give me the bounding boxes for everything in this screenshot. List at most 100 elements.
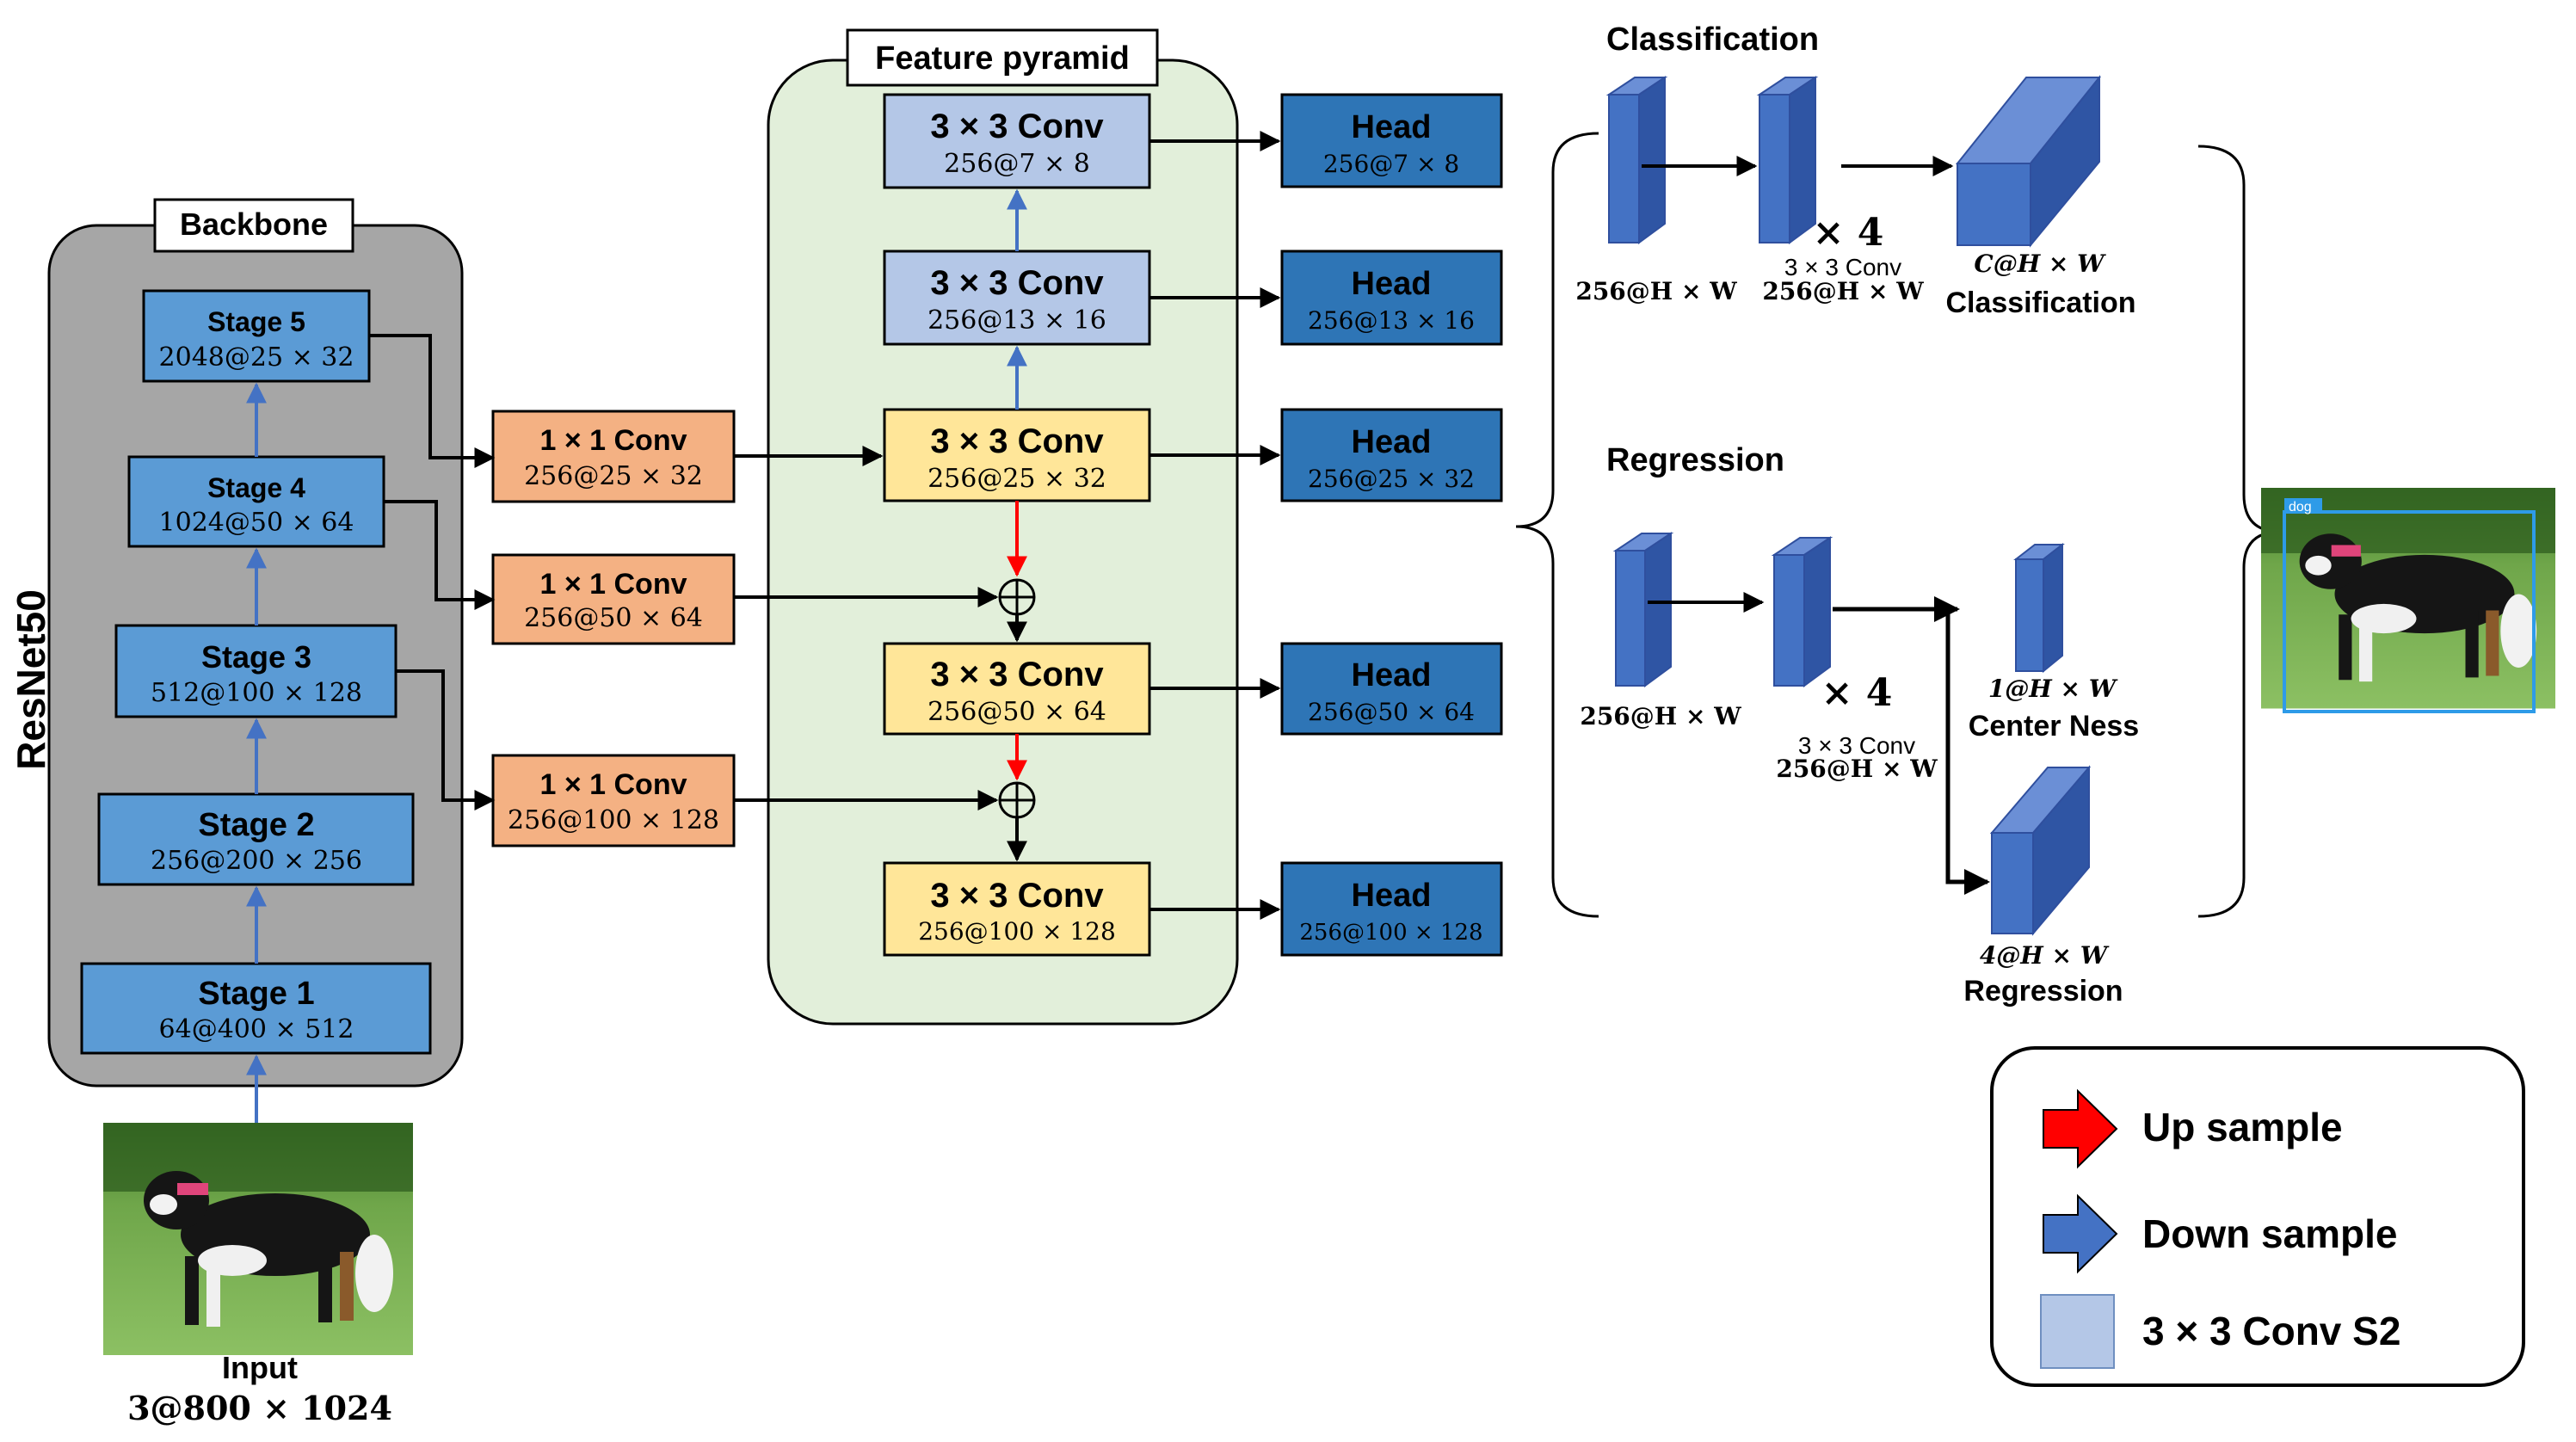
centerness-tensor <box>2013 542 2065 674</box>
svg-text:3 × 3 Conv: 3 × 3 Conv <box>930 108 1104 145</box>
connector-stage5-lateral <box>369 334 496 468</box>
svg-text:256@50 × 64: 256@50 × 64 <box>524 603 703 633</box>
stage-2-block: Stage 2 256@200 × 256 <box>97 792 415 886</box>
detection-bounding-box <box>2283 510 2536 713</box>
classification-input-dims: 256@H × W <box>1575 277 1737 305</box>
classification-output-tensor <box>1955 75 2102 248</box>
classification-input-tensor <box>1605 76 1668 244</box>
connector-stage4-lateral <box>384 500 496 610</box>
pyramid-conv-p6: 3 × 3 Conv 256@13 × 16 <box>883 250 1151 346</box>
svg-text:64@400 × 512: 64@400 × 512 <box>159 1014 354 1045</box>
classification-output-dims: C@H × W <box>1974 250 2106 278</box>
classification-repeat: × 4 <box>1813 211 1884 255</box>
svg-text:256@25 × 32: 256@25 × 32 <box>927 464 1106 494</box>
regression-output-tensor <box>1989 765 2092 936</box>
pyramid-conv-p7: 3 × 3 Conv 256@7 × 8 <box>883 93 1151 189</box>
detection-output-image <box>2261 488 2555 709</box>
svg-text:3 × 3 Conv: 3 × 3 Conv <box>930 264 1104 302</box>
svg-text:3 × 3 Conv: 3 × 3 Conv <box>930 877 1104 915</box>
svg-text:Stage 4: Stage 4 <box>207 472 305 503</box>
input-image <box>103 1123 413 1355</box>
input-dims: 3@800 × 1024 <box>127 1389 392 1427</box>
svg-text:Stage 5: Stage 5 <box>207 306 305 337</box>
legend-downsample-arrow-icon <box>2043 1193 2118 1274</box>
arrow-reg-regression <box>1945 609 1990 895</box>
svg-text:256@13 × 16: 256@13 × 16 <box>1308 306 1475 335</box>
svg-text:Stage 3: Stage 3 <box>201 639 311 675</box>
pyramid-conv-p5: 3 × 3 Conv 256@25 × 32 <box>883 408 1151 502</box>
legend-conv-s2-swatch <box>2040 1294 2115 1369</box>
svg-text:256@100 × 128: 256@100 × 128 <box>508 805 719 835</box>
svg-text:512@100 × 128: 512@100 × 128 <box>151 678 362 708</box>
svg-text:256@50 × 64: 256@50 × 64 <box>1308 698 1475 726</box>
svg-text:2048@25 × 32: 2048@25 × 32 <box>159 342 354 373</box>
svg-text:Head: Head <box>1352 424 1432 460</box>
svg-text:1 × 1 Conv: 1 × 1 Conv <box>539 424 687 457</box>
legend-downsample-label: Down sample <box>2142 1211 2398 1256</box>
svg-text:1024@50 × 64: 1024@50 × 64 <box>159 508 354 538</box>
legend: Up sample Down sample 3 × 3 Conv S2 <box>1990 1046 2525 1387</box>
centerness-dims: 1@H × W <box>1988 675 2118 703</box>
detection-tag: dog <box>2289 500 2312 515</box>
svg-text:3 × 3 Conv: 3 × 3 Conv <box>930 656 1104 693</box>
svg-text:Head: Head <box>1352 109 1432 145</box>
connector-stage3-lateral <box>396 669 496 810</box>
detection-tag-background <box>2284 498 2322 514</box>
classification-output-label: Classification <box>1945 287 2135 319</box>
stage-5-block: Stage 5 2048@25 × 32 <box>142 289 371 383</box>
svg-text:256@100 × 128: 256@100 × 128 <box>918 917 1116 946</box>
classification-title: Classification <box>1606 22 1819 58</box>
regression-title: Regression <box>1606 442 1784 478</box>
head-p4: Head 256@50 × 64 <box>1280 642 1503 736</box>
classification-conv-dims: 256@H × W <box>1762 277 1924 305</box>
resnet50-label: ResNet50 <box>9 589 53 770</box>
stage-1-block: Stage 1 64@400 × 512 <box>80 962 432 1055</box>
input-label: Input <box>222 1350 298 1385</box>
feature-pyramid-group: Feature pyramid 3 × 3 Conv 256@7 × 8 3 ×… <box>767 28 1239 1026</box>
stage-4-block: Stage 4 1024@50 × 64 <box>127 455 385 548</box>
svg-text:256@25 × 32: 256@25 × 32 <box>1308 465 1475 493</box>
stage-3-block: Stage 3 512@100 × 128 <box>114 624 397 718</box>
svg-text:Stage 1: Stage 1 <box>198 976 314 1012</box>
regression-conv-dims: 256@H × W <box>1776 755 1938 783</box>
backbone-group: Backbone ResNet50 Stage 5 2048@25 × 32 S… <box>9 198 464 1127</box>
legend-upsample-arrow-icon <box>2043 1088 2118 1169</box>
svg-text:256@7 × 8: 256@7 × 8 <box>944 149 1090 179</box>
lateral-conv-3: 1 × 1 Conv 256@100 × 128 <box>491 754 736 847</box>
regression-conv-label: 3 × 3 Conv <box>1798 732 1915 759</box>
legend-upsample-label: Up sample <box>2142 1105 2343 1149</box>
svg-text:3 × 3 Conv: 3 × 3 Conv <box>930 422 1104 460</box>
svg-text:256@13 × 16: 256@13 × 16 <box>927 305 1106 336</box>
lateral-conv-1: 1 × 1 Conv 256@25 × 32 <box>491 410 736 503</box>
feature-pyramid-title: Feature pyramid <box>875 40 1130 77</box>
left-brace <box>1515 132 1599 918</box>
pyramid-conv-p4: 3 × 3 Conv 256@50 × 64 <box>883 642 1151 736</box>
svg-text:Head: Head <box>1352 266 1432 302</box>
sum-node-1 <box>998 578 1036 616</box>
svg-text:256@7 × 8: 256@7 × 8 <box>1323 150 1459 178</box>
svg-text:1 × 1 Conv: 1 × 1 Conv <box>539 768 687 801</box>
regression-input-tensor <box>1612 532 1674 687</box>
backbone-title: Backbone <box>180 206 328 242</box>
sum-node-2 <box>998 781 1036 819</box>
lateral-conv-2: 1 × 1 Conv 256@50 × 64 <box>491 553 736 645</box>
regression-repeat: × 4 <box>1821 671 1893 715</box>
regression-output-dims: 4@H × W <box>1980 941 2110 970</box>
svg-text:Head: Head <box>1352 878 1432 914</box>
head-p3: Head 256@100 × 128 <box>1280 861 1503 957</box>
head-p5: Head 256@25 × 32 <box>1280 408 1503 502</box>
classification-conv-label: 3 × 3 Conv <box>1784 254 1901 280</box>
svg-text:256@25 × 32: 256@25 × 32 <box>524 461 703 491</box>
legend-conv-s2-label: 3 × 3 Conv S2 <box>2142 1309 2400 1353</box>
classification-conv-tensor <box>1756 76 1819 244</box>
svg-text:256@100 × 128: 256@100 × 128 <box>1299 920 1482 946</box>
regression-conv-tensor <box>1771 536 1833 687</box>
svg-text:256@200 × 256: 256@200 × 256 <box>151 846 362 876</box>
head-p6: Head 256@13 × 16 <box>1280 250 1503 346</box>
regression-input-dims: 256@H × W <box>1580 702 1741 730</box>
svg-text:1 × 1 Conv: 1 × 1 Conv <box>539 568 687 601</box>
pyramid-conv-p3: 3 × 3 Conv 256@100 × 128 <box>883 861 1151 957</box>
head-p7: Head 256@7 × 8 <box>1280 93 1503 188</box>
svg-text:256@50 × 64: 256@50 × 64 <box>927 697 1106 727</box>
svg-text:Stage 2: Stage 2 <box>198 807 314 843</box>
